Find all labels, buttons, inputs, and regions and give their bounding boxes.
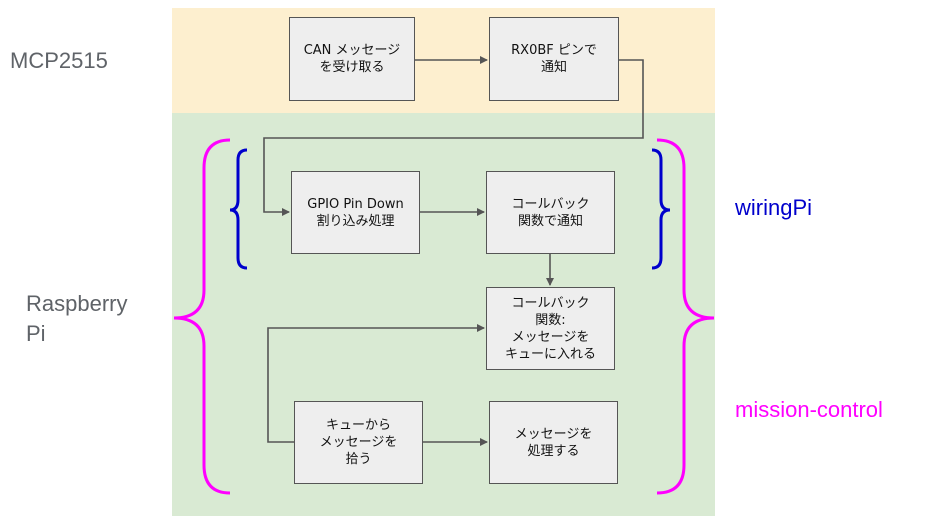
mission-control-label: mission-control: [735, 397, 883, 422]
arrow-notify-to-gpio: [263, 59, 644, 216]
dequeue-message-box: キューから メッセージを 拾う: [294, 401, 423, 484]
gpio-interrupt-box: GPIO Pin Down 割り込み処理: [291, 171, 420, 254]
mission-control-right-brace: [656, 138, 715, 495]
wiringpi-left-brace: [229, 148, 248, 270]
arrow-dequeue-loop: [267, 324, 485, 443]
mcp2515-label: MCP2515: [10, 48, 108, 73]
wiringpi-label: wiringPi: [735, 195, 813, 220]
raspberry-pi-region: [172, 113, 715, 516]
receive-can-message-box: CAN メッセージ を受け取る: [289, 17, 415, 101]
process-message-box: メッセージを 処理する: [489, 401, 618, 484]
raspberry-pi-label: Raspberry Pi: [26, 291, 128, 346]
rx0bf-notify-box: RX0BF ピンで 通知: [489, 17, 619, 101]
callback-notify-box: コールバック 関数で通知: [486, 171, 615, 254]
callback-enqueue-box: コールバック 関数: メッセージを キューに入れる: [486, 287, 615, 370]
wiringpi-right-brace: [651, 148, 671, 270]
mission-control-left-brace: [173, 138, 231, 495]
